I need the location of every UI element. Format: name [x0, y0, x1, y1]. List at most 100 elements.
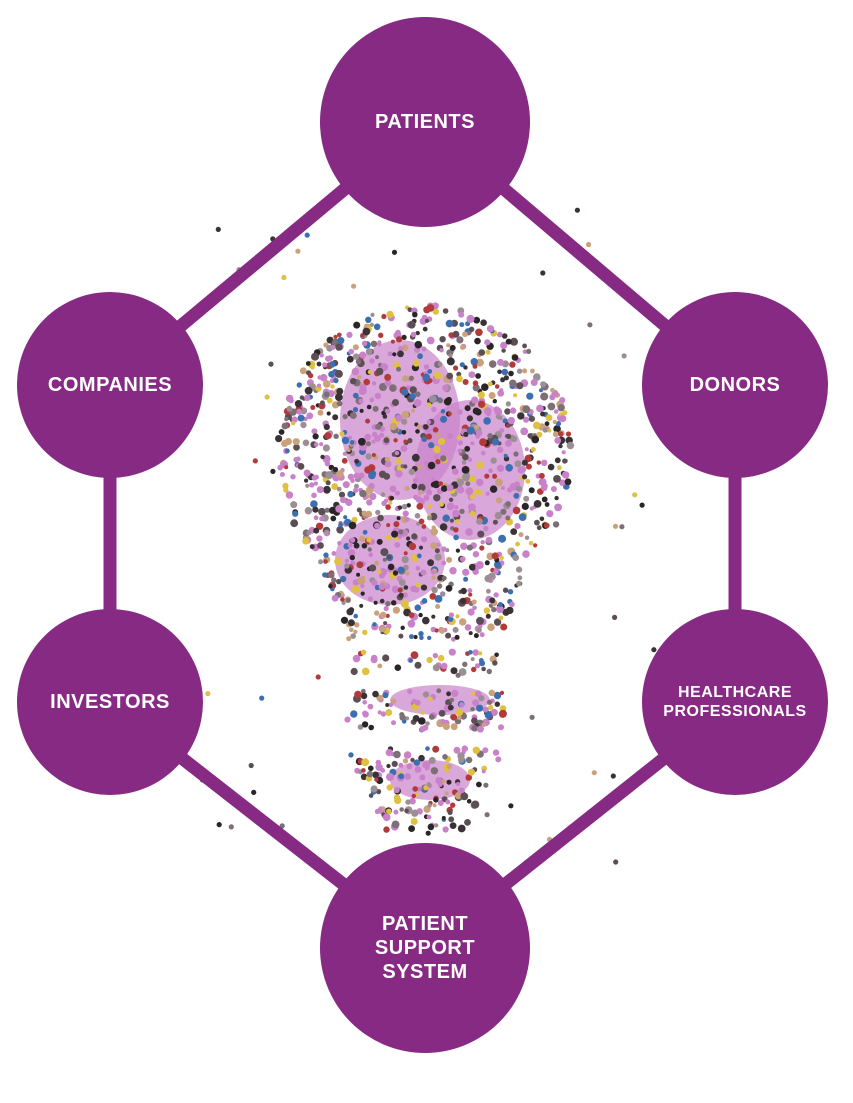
crowd-person	[337, 337, 345, 345]
node-circle-investors	[17, 609, 203, 795]
crowd-person	[522, 405, 531, 414]
crowd-person	[500, 341, 508, 349]
crowd-person	[406, 763, 413, 770]
crowd-person	[435, 459, 441, 465]
crowd-person	[494, 701, 500, 707]
crowd-person	[518, 513, 527, 521]
crowd-person	[410, 331, 417, 338]
crowd-person	[350, 667, 358, 676]
crowd-person	[512, 554, 520, 561]
crowd-person	[448, 612, 454, 618]
crowd-person	[509, 379, 517, 387]
crowd-person	[285, 491, 294, 499]
crowd-person	[390, 339, 395, 344]
crowd-person	[367, 464, 376, 472]
crowd-person	[476, 518, 483, 525]
crowd-person	[466, 426, 475, 435]
crowd-person	[452, 468, 459, 475]
crowd-person	[476, 464, 482, 470]
crowd-person	[422, 616, 430, 625]
crowd-person	[453, 746, 461, 754]
crowd-person	[492, 519, 498, 525]
crowd-person	[438, 438, 445, 446]
crowd-person	[487, 381, 493, 387]
crowd-person	[294, 400, 303, 408]
crowd-person	[433, 445, 441, 454]
crowd-person	[490, 457, 497, 464]
crowd-person	[497, 358, 504, 366]
crowd-person	[397, 350, 404, 358]
crowd-person	[404, 808, 409, 814]
crowd-person	[564, 478, 572, 486]
crowd-person	[492, 749, 500, 756]
crowd-person	[384, 456, 390, 462]
crowd-person	[415, 391, 421, 398]
crowd-person	[498, 534, 507, 543]
crowd-person	[304, 232, 310, 238]
crowd-person	[464, 624, 472, 631]
crowd-person	[488, 392, 496, 399]
crowd-person	[330, 515, 337, 522]
crowd-person	[403, 551, 408, 556]
crowd-person	[339, 496, 347, 504]
crowd-person	[461, 466, 470, 474]
crowd-person	[309, 482, 315, 488]
crowd-person	[420, 710, 425, 715]
crowd-person	[459, 597, 467, 605]
crowd-person	[504, 408, 511, 415]
crowd-person	[305, 361, 311, 366]
crowd-person	[540, 392, 549, 401]
crowd-person	[326, 336, 334, 344]
crowd-person	[430, 527, 438, 536]
crowd-person	[401, 334, 407, 340]
crowd-person	[415, 330, 420, 336]
crowd-person	[448, 353, 453, 358]
crowd-person	[412, 360, 420, 367]
crowd-person	[442, 722, 450, 731]
crowd-person	[501, 333, 508, 339]
crowd-person	[446, 779, 452, 785]
crowd-person	[426, 336, 435, 345]
crowd-person	[331, 594, 339, 602]
crowd-person	[446, 502, 455, 511]
crowd-person	[412, 477, 418, 483]
crowd-person	[421, 536, 428, 543]
crowd-person	[491, 552, 499, 560]
crowd-person	[383, 605, 389, 612]
crowd-person	[493, 691, 502, 700]
crowd-person	[499, 388, 504, 393]
crowd-person	[216, 822, 222, 828]
crowd-person	[418, 483, 426, 492]
crowd-person	[369, 358, 375, 364]
crowd-person	[510, 528, 518, 535]
crowd-person	[565, 431, 572, 437]
crowd-person	[366, 499, 373, 506]
crowd-person	[519, 466, 527, 473]
crowd-person	[297, 463, 305, 470]
crowd-person	[359, 535, 366, 543]
crowd-person	[356, 561, 364, 569]
crowd-person	[639, 502, 645, 508]
crowd-person	[464, 405, 471, 412]
crowd-person	[385, 749, 393, 757]
crowd-person	[318, 559, 324, 565]
crowd-person	[445, 396, 452, 403]
crowd-person	[322, 362, 328, 368]
crowd-person	[304, 507, 313, 515]
crowd-person	[508, 370, 514, 377]
crowd-person	[365, 348, 373, 356]
crowd-person	[285, 394, 294, 403]
crowd-person	[450, 714, 458, 721]
crowd-person	[445, 585, 453, 592]
crowd-person	[448, 648, 456, 656]
crowd-person	[438, 627, 446, 634]
crowd-person	[619, 524, 625, 530]
crowd-person	[470, 657, 475, 662]
crowd-person	[473, 316, 481, 324]
crowd-person	[468, 503, 476, 512]
node-circle-companies	[17, 292, 203, 478]
crowd-person	[331, 577, 337, 583]
crowd-person	[409, 393, 416, 400]
crowd-person	[419, 635, 424, 641]
crowd-person	[339, 431, 345, 437]
